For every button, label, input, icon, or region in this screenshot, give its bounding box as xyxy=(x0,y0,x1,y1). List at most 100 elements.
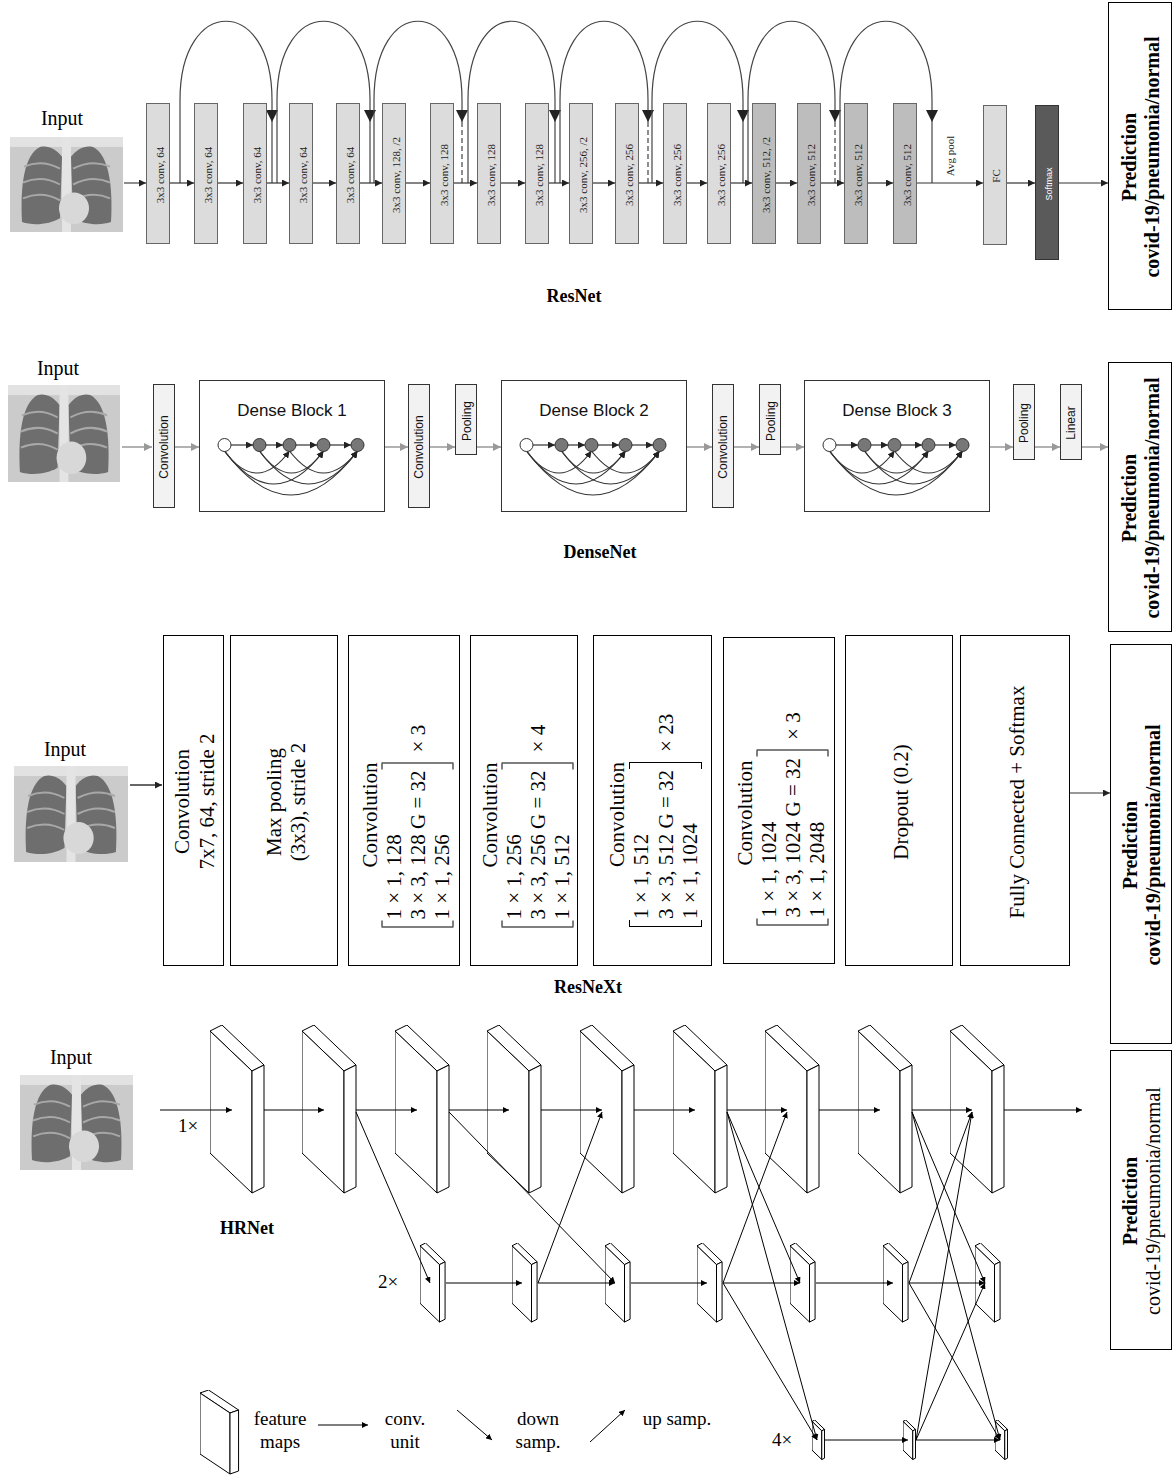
layout-use xyxy=(673,1025,727,1193)
layout-use xyxy=(395,1025,449,1193)
node-text: 3x3 conv, 512 xyxy=(804,144,817,206)
rotated-text-frame: Fully Connected + Softmax xyxy=(961,636,1071,967)
dense-block: Dense Block 3 xyxy=(804,380,990,512)
rotated-text-frame: 3x3 conv, 128 xyxy=(478,104,502,245)
layout-line xyxy=(160,1110,232,1111)
resnext-stage: Convolution1 × 1, 5123 × 3, 512 G = 321 … xyxy=(593,635,712,966)
rotated-text-frame: Softmax xyxy=(1036,106,1060,261)
layout-line xyxy=(834,122,835,183)
layer-box: Pooling xyxy=(759,384,781,455)
matrix-row: 1 × 1, 2563 × 3, 256 G = 321 × 1, 512× 4 xyxy=(501,724,573,927)
connector-arrow xyxy=(406,182,430,183)
connector-arrow xyxy=(1059,182,1108,183)
text-label: Input xyxy=(50,1046,92,1069)
rotated-text-frame: Convolution1 × 1, 2563 × 3, 256 G = 321 … xyxy=(471,636,579,967)
layout-line xyxy=(124,182,146,183)
layout-line xyxy=(727,1112,800,1283)
layout-line xyxy=(825,1440,908,1441)
rotated-text-frame: Convolution1 × 1, 10243 × 3, 1024 G = 32… xyxy=(724,638,836,965)
rotated-text-frame: 3x3 conv, 64 xyxy=(244,104,268,245)
node-text: Convolution xyxy=(732,760,756,865)
node-text: Dense Block 2 xyxy=(502,401,686,421)
node-text: 3x3 conv, 256 xyxy=(622,144,635,206)
node-text: 3x3 conv, 128 xyxy=(532,144,545,206)
layout-line xyxy=(1004,1110,1082,1111)
connector-arrow xyxy=(385,446,408,448)
layout-line xyxy=(541,1110,602,1111)
layout-line xyxy=(634,1110,695,1111)
edge-label: Avg pool xyxy=(944,135,956,177)
layout-line xyxy=(538,1283,615,1284)
conv-layer: 3x3 conv, 256 xyxy=(615,103,639,244)
conv-layer: 3x3 conv, 64 xyxy=(289,103,313,244)
node-text: 3 × 3, 256 G = 32 xyxy=(525,770,549,919)
node-text: 3x3 conv, 64 xyxy=(343,146,356,202)
resnext-stage: Dropout (0.2) xyxy=(845,635,953,966)
layout-line xyxy=(271,122,272,183)
node-text: 1 × 1, 1024 xyxy=(678,770,702,919)
layout-line xyxy=(356,1110,417,1111)
layout-line xyxy=(916,1112,972,1440)
layout-line xyxy=(819,1110,880,1111)
connector-arrow xyxy=(1035,446,1060,448)
hrnet-connections xyxy=(160,1110,1082,1440)
rotated-text-frame: 3x3 conv, 256 xyxy=(616,104,640,245)
rotated-text-frame: 3x3 conv, 512, /2 xyxy=(753,104,777,245)
matrix-bracket: 1 × 1, 10243 × 3, 1024 G = 321 × 1, 2048 xyxy=(756,749,828,925)
node-text: FC xyxy=(990,169,1003,182)
rotated-text-frame: 3x3 conv, 64 xyxy=(290,104,314,245)
conv-layer: 3x3 conv, 128 xyxy=(430,103,454,244)
layout-line xyxy=(931,122,932,183)
layout-line xyxy=(727,1112,817,1440)
connector-arrow xyxy=(454,182,477,183)
text-label: Input xyxy=(37,357,79,380)
node-text: 1 × 1, 2048 xyxy=(804,757,828,917)
layer-box: Pooling xyxy=(1013,384,1035,460)
layout-line xyxy=(816,1283,893,1284)
connector-arrow xyxy=(731,182,752,183)
layer-box: Convolution xyxy=(408,384,430,508)
matrix-row: 1 × 1, 5123 × 3, 512 G = 321 × 1, 1024 × … xyxy=(629,714,701,927)
rotated-text-frame: Convolution1 × 1, 1283 × 3, 128 G = 321 … xyxy=(349,636,461,967)
layout-line xyxy=(631,1283,707,1284)
layer-box: Convolution xyxy=(712,384,734,508)
conv-layer: 3x3 conv, 64 xyxy=(336,103,360,244)
node-text: Convolution xyxy=(717,415,731,478)
conv-layer: 3x3 conv, 64 xyxy=(194,103,218,244)
input-arrow xyxy=(130,784,162,785)
node-text: Max pooling (3x3), stride 2 xyxy=(261,722,309,882)
text-label: 1× xyxy=(178,1115,198,1137)
rotated-text-frame: 3x3 conv, 128, /2 xyxy=(383,104,407,245)
node-text: 3x3 conv, 64 xyxy=(201,146,214,202)
text-label: Input xyxy=(44,738,86,761)
input-arrow xyxy=(122,446,152,448)
rotated-text-frame: Linear xyxy=(1061,385,1083,461)
text-label: 2× xyxy=(378,1271,398,1293)
layout-use xyxy=(420,1243,445,1322)
connector-arrow xyxy=(917,182,983,183)
node-text: 1 × 1, 256 xyxy=(429,770,453,919)
node-text: 3x3 conv, 256 xyxy=(670,144,683,206)
node-text: Dropout (0.2) xyxy=(888,744,912,859)
text-label: Input xyxy=(41,107,83,130)
rotated-text-frame: 3x3 conv, 512 xyxy=(845,104,869,245)
matrix-bracket: 1 × 1, 5123 × 3, 512 G = 321 × 1, 1024 xyxy=(629,762,701,927)
legend-text: feature maps xyxy=(244,1408,316,1454)
panel-title: ResNeXt xyxy=(554,977,622,998)
node-text: 1 × 1, 512 xyxy=(549,770,573,919)
node-text: 7x7, 64, stride 2 xyxy=(195,734,219,870)
rotated-text-frame: Pooling xyxy=(760,385,782,456)
node-text: Dense Block 1 xyxy=(200,401,384,421)
resnext-stage: Max pooling (3x3), stride 2 xyxy=(230,635,338,966)
layout-line xyxy=(912,1110,972,1111)
node-text: 1 × 1, 256 xyxy=(501,770,525,919)
node-text: × 23 xyxy=(654,714,678,752)
node-text: 3x3 conv, 512 xyxy=(851,144,864,206)
connector-arrow xyxy=(170,182,194,183)
dense-connections xyxy=(823,439,969,496)
connector-arrow xyxy=(477,446,501,448)
connector-arrow xyxy=(175,446,199,448)
layout-use xyxy=(200,1390,239,1474)
node-text: Convolution xyxy=(158,415,172,478)
rotated-text-frame: Predictioncovid-19/pneumonia/normal xyxy=(1111,645,1172,1045)
